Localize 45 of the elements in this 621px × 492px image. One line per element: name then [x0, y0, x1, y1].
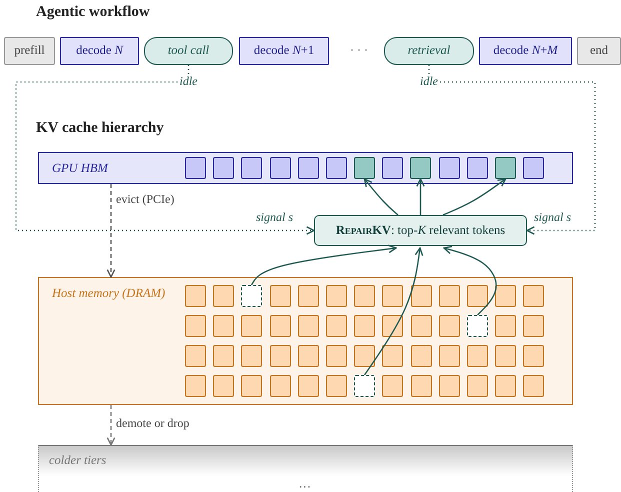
- selected-token-cell: [495, 157, 516, 179]
- dashed-arrow: [106, 405, 116, 446]
- section-title: KV cache hierarchy: [36, 120, 164, 137]
- node-label: colder tiers: [49, 454, 106, 468]
- node-label: RepairKV: top-K relevant tokens: [336, 224, 506, 238]
- evicted-token-slot: [241, 285, 262, 307]
- step-box: [4, 37, 55, 65]
- decode-box: [479, 37, 572, 65]
- decode-box: [239, 37, 329, 65]
- gpu-memory-band: [38, 152, 573, 184]
- node-label: end: [590, 44, 608, 58]
- host-memory-band: [38, 277, 573, 405]
- node-label: decode N: [76, 44, 123, 58]
- colder-tier-band: [38, 445, 573, 492]
- ellipsis-text: · · ·: [350, 43, 368, 58]
- arrow: [250, 244, 397, 286]
- node-label: decode N+1: [254, 44, 314, 58]
- section-title: Agentic workflow: [36, 4, 150, 21]
- arrow: [416, 178, 425, 215]
- decode-box: [60, 37, 139, 65]
- tool-call-box: [144, 37, 233, 65]
- evicted-token-slot: [467, 315, 488, 337]
- edge-label: demote or drop: [115, 416, 190, 431]
- dashed-arrow: [106, 184, 116, 278]
- edge-label: evict (PCIe): [115, 192, 176, 207]
- dashed-arrow: [15, 65, 315, 235]
- edge-label: signal s: [533, 210, 572, 225]
- evicted-token-slot: [354, 375, 375, 397]
- arrow: [364, 178, 398, 216]
- edge-label: signal s: [255, 210, 294, 225]
- selected-token-cell: [410, 157, 431, 179]
- step-box: [577, 37, 621, 65]
- node-label: Host memory (DRAM): [52, 287, 166, 301]
- ellipsis-text: ···: [298, 481, 311, 492]
- node-label: retrieval: [408, 44, 450, 58]
- node-label: prefill: [14, 44, 45, 58]
- arrow: [364, 247, 424, 376]
- node-label: GPU HBM: [52, 162, 108, 176]
- arrow: [442, 178, 506, 216]
- repair-box: [314, 215, 527, 246]
- tool-call-box: [384, 37, 474, 65]
- selected-token-cell: [354, 157, 375, 179]
- node-label: tool call: [168, 44, 210, 58]
- dashed-arrow: [428, 65, 596, 235]
- node-label: decode N+M: [493, 44, 558, 58]
